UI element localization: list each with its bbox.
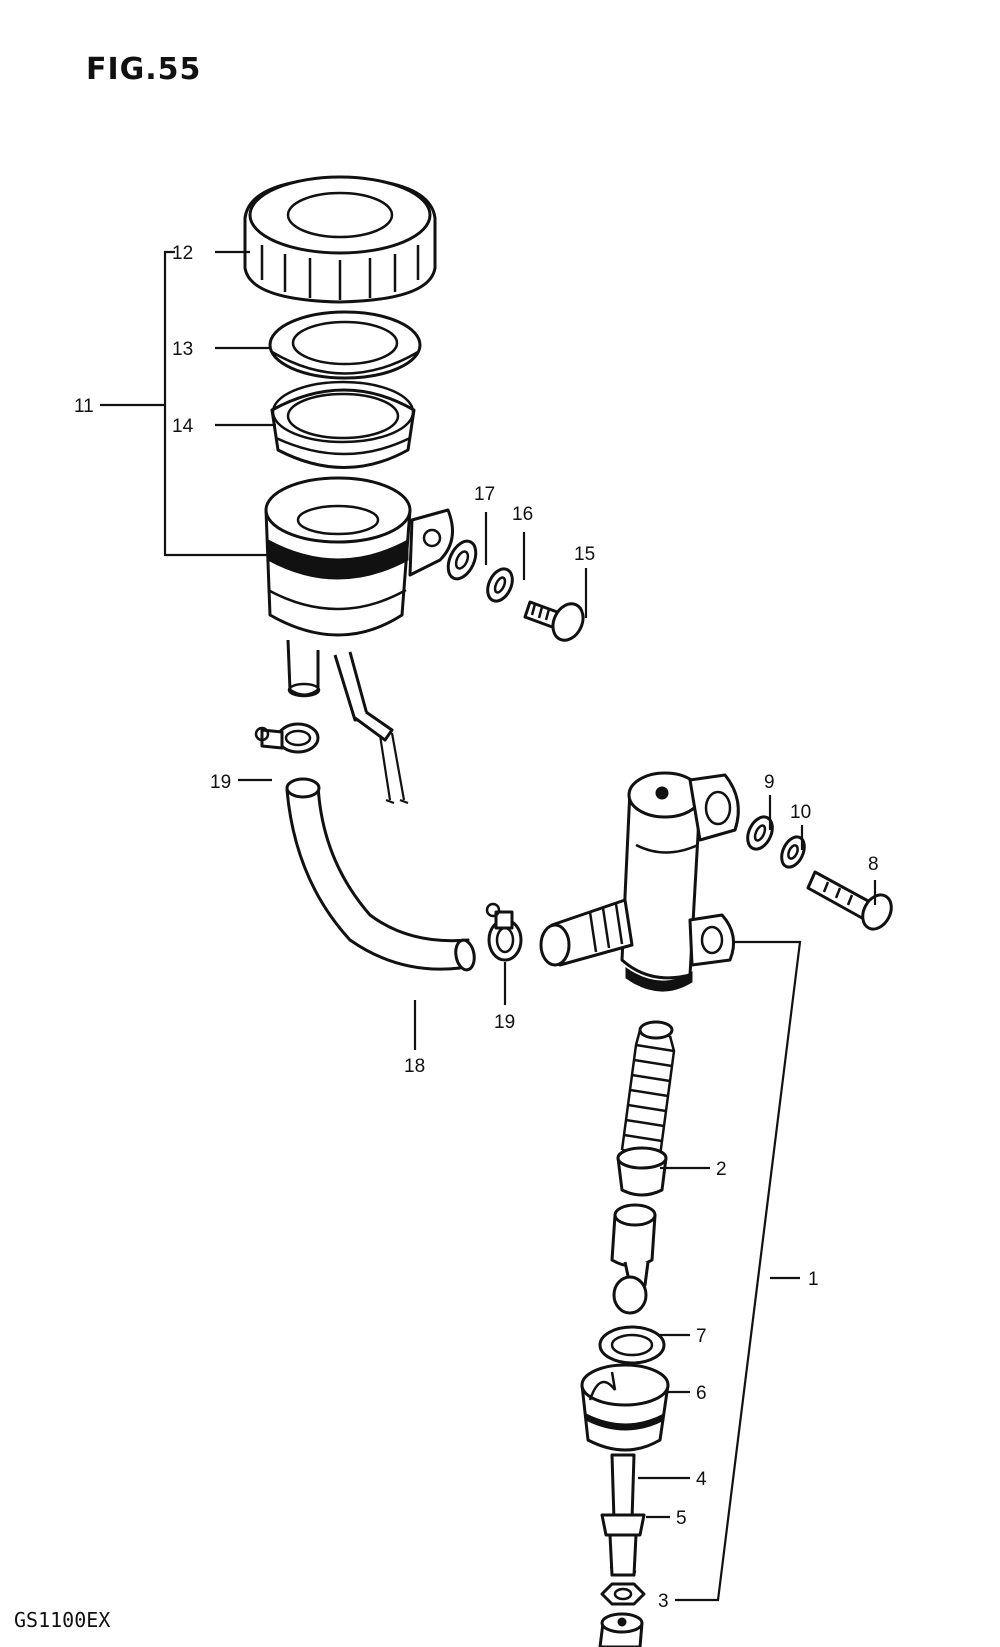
lock-nut [600,1582,646,1606]
callout-15: 15 [574,544,595,565]
callout-5: 5 [676,1508,687,1529]
bolt-8 [806,870,893,931]
callout-18: 18 [404,1056,425,1077]
callout-2: 2 [716,1159,727,1180]
callout-12: 12 [172,243,193,264]
reservoir-tank [264,476,454,805]
callout-13: 13 [172,339,193,360]
model-code: GS1100EX [14,1608,111,1632]
bolt-15 [523,600,585,642]
callout-1: 1 [808,1269,819,1290]
callout-4: 4 [696,1469,707,1490]
callout-9: 9 [764,772,775,793]
hose-clamp-upper [254,722,320,754]
dust-boot [580,1363,670,1452]
callout-16: 16 [512,504,533,525]
hose-clamp-lower [485,902,523,962]
clevis [598,1612,644,1647]
callout-labels: 12 13 11 14 17 16 15 19 18 19 9 10 8 2 1… [74,243,879,1612]
push-rod [600,1453,646,1577]
reservoir-cap [243,175,437,304]
callout-8: 8 [868,854,879,875]
washer-9 [746,815,774,851]
washer-17 [446,539,478,581]
callout-11: 11 [74,396,94,417]
callout-3: 3 [658,1591,669,1612]
lock-washer-16 [486,567,514,603]
diaphragm [270,380,416,469]
washer-10 [780,835,806,869]
callout-14: 14 [172,416,194,437]
return-spring [620,1020,676,1158]
callout-19-upper: 19 [210,772,231,793]
callout-7: 7 [696,1326,707,1347]
diaphragm-ring [268,310,422,380]
hose [285,777,476,972]
leader-lines [100,250,877,1602]
figure-title: FIG.55 [86,52,202,87]
piston [610,1203,657,1287]
primary-cup [616,1146,668,1197]
callout-6: 6 [696,1383,707,1404]
master-cylinder-body [539,771,740,992]
callout-19-lower: 19 [494,1012,515,1033]
callout-17: 17 [474,484,495,505]
callout-10: 10 [790,802,811,823]
circlip [598,1275,666,1365]
